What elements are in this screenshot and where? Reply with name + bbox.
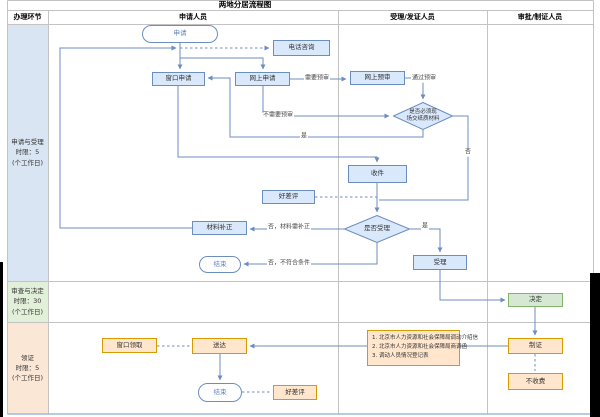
grid-lines	[7, 0, 594, 415]
column-header-step: 办理环节	[13, 13, 42, 21]
node-rating-2: 好差评	[273, 385, 317, 400]
edge-label-no-reject: 否，不符合条件	[266, 259, 312, 268]
diamond-accept-label: 是否受理	[364, 224, 390, 233]
node-window-apply: 窗口申请	[152, 72, 205, 86]
note-item-1: 1. 北京市人力资源和社会保障局调动介绍信	[372, 335, 478, 341]
edge-accept-to-decision	[439, 270, 506, 303]
node-rating-1: 好差评	[262, 190, 315, 204]
lane-label-apply-accept: 申请与受理 时限：5 (个工作日)	[11, 138, 44, 167]
edge-label-no-need-review: 不需要预审	[261, 111, 295, 120]
page-title: 两地分居流程图	[218, 0, 272, 9]
lane2-fill	[7, 281, 48, 322]
node-online-review: 网上预审	[350, 71, 405, 85]
edge-label-no-onsite: 否	[463, 148, 473, 157]
node-make-cert: 制证	[508, 338, 563, 354]
lane-label-review-decide: 审查与决定 时限：30 (个工作日)	[11, 287, 44, 316]
node-end-1: 结束	[199, 256, 241, 273]
edge-label-no-supplement: 否，材料需补正	[266, 223, 312, 232]
note-item-3: 3. 调动人员情况登记表	[372, 352, 429, 359]
node-phone-consult: 电话咨询	[273, 40, 330, 56]
edge-label-yes-onsite: 是	[299, 132, 309, 141]
edge-diamond-no-join	[379, 115, 469, 201]
column-header-applicant: 申请人员	[179, 13, 207, 21]
node-online-apply: 网上申请	[235, 72, 290, 86]
lane3-fill	[7, 322, 48, 414]
node-decision: 决定	[508, 293, 563, 307]
edge-label-yes-accept: 是	[420, 222, 430, 231]
note-item-2: 2. 北京市人力资源和社会保障局商调函	[372, 343, 467, 350]
edge-start-to-online	[180, 57, 266, 70]
node-receive: 收件	[348, 165, 407, 183]
node-window-pickup: 窗口领取	[102, 338, 157, 353]
edge-label-pass-review: 通过预审	[410, 74, 438, 83]
edge-diamond-yes-to-window	[207, 75, 424, 138]
node-end-2: 结束	[198, 383, 242, 402]
node-no-fee: 不收费	[508, 373, 563, 390]
diamond-need-paper-label: 是否必须现 场交纸质材料	[406, 109, 440, 122]
node-need-paper-decision: 是否必须现 场交纸质材料	[393, 102, 453, 130]
right-black-bar	[590, 273, 600, 417]
cert-materials-note: 1. 北京市人力资源和社会保障局调动介绍信 2. 北京市人力资源和社会保障局商调…	[367, 330, 478, 366]
node-start: 申请	[142, 25, 218, 43]
column-header-acceptor: 受理/发证人员	[390, 13, 435, 21]
node-accept: 受理	[413, 255, 467, 270]
column-header-approver: 审批/制证人员	[517, 13, 563, 21]
node-supplement: 材料补正	[192, 221, 247, 235]
edge-supplement-loop	[59, 45, 192, 229]
diamond-shape	[344, 215, 410, 243]
edge-acceptq-to-accept	[410, 228, 443, 253]
node-deliver: 送达	[192, 338, 247, 354]
diamond-shape	[393, 102, 453, 130]
node-accept-decision: 是否受理	[344, 215, 410, 243]
lane1-fill	[7, 24, 48, 281]
lane-label-get-cert: 领证 时限：5 (个工作日)	[11, 353, 44, 383]
edge-window-to-receive	[177, 86, 380, 163]
left-black-bar	[0, 262, 3, 417]
edge-label-need-review: 需要预审	[303, 74, 331, 83]
